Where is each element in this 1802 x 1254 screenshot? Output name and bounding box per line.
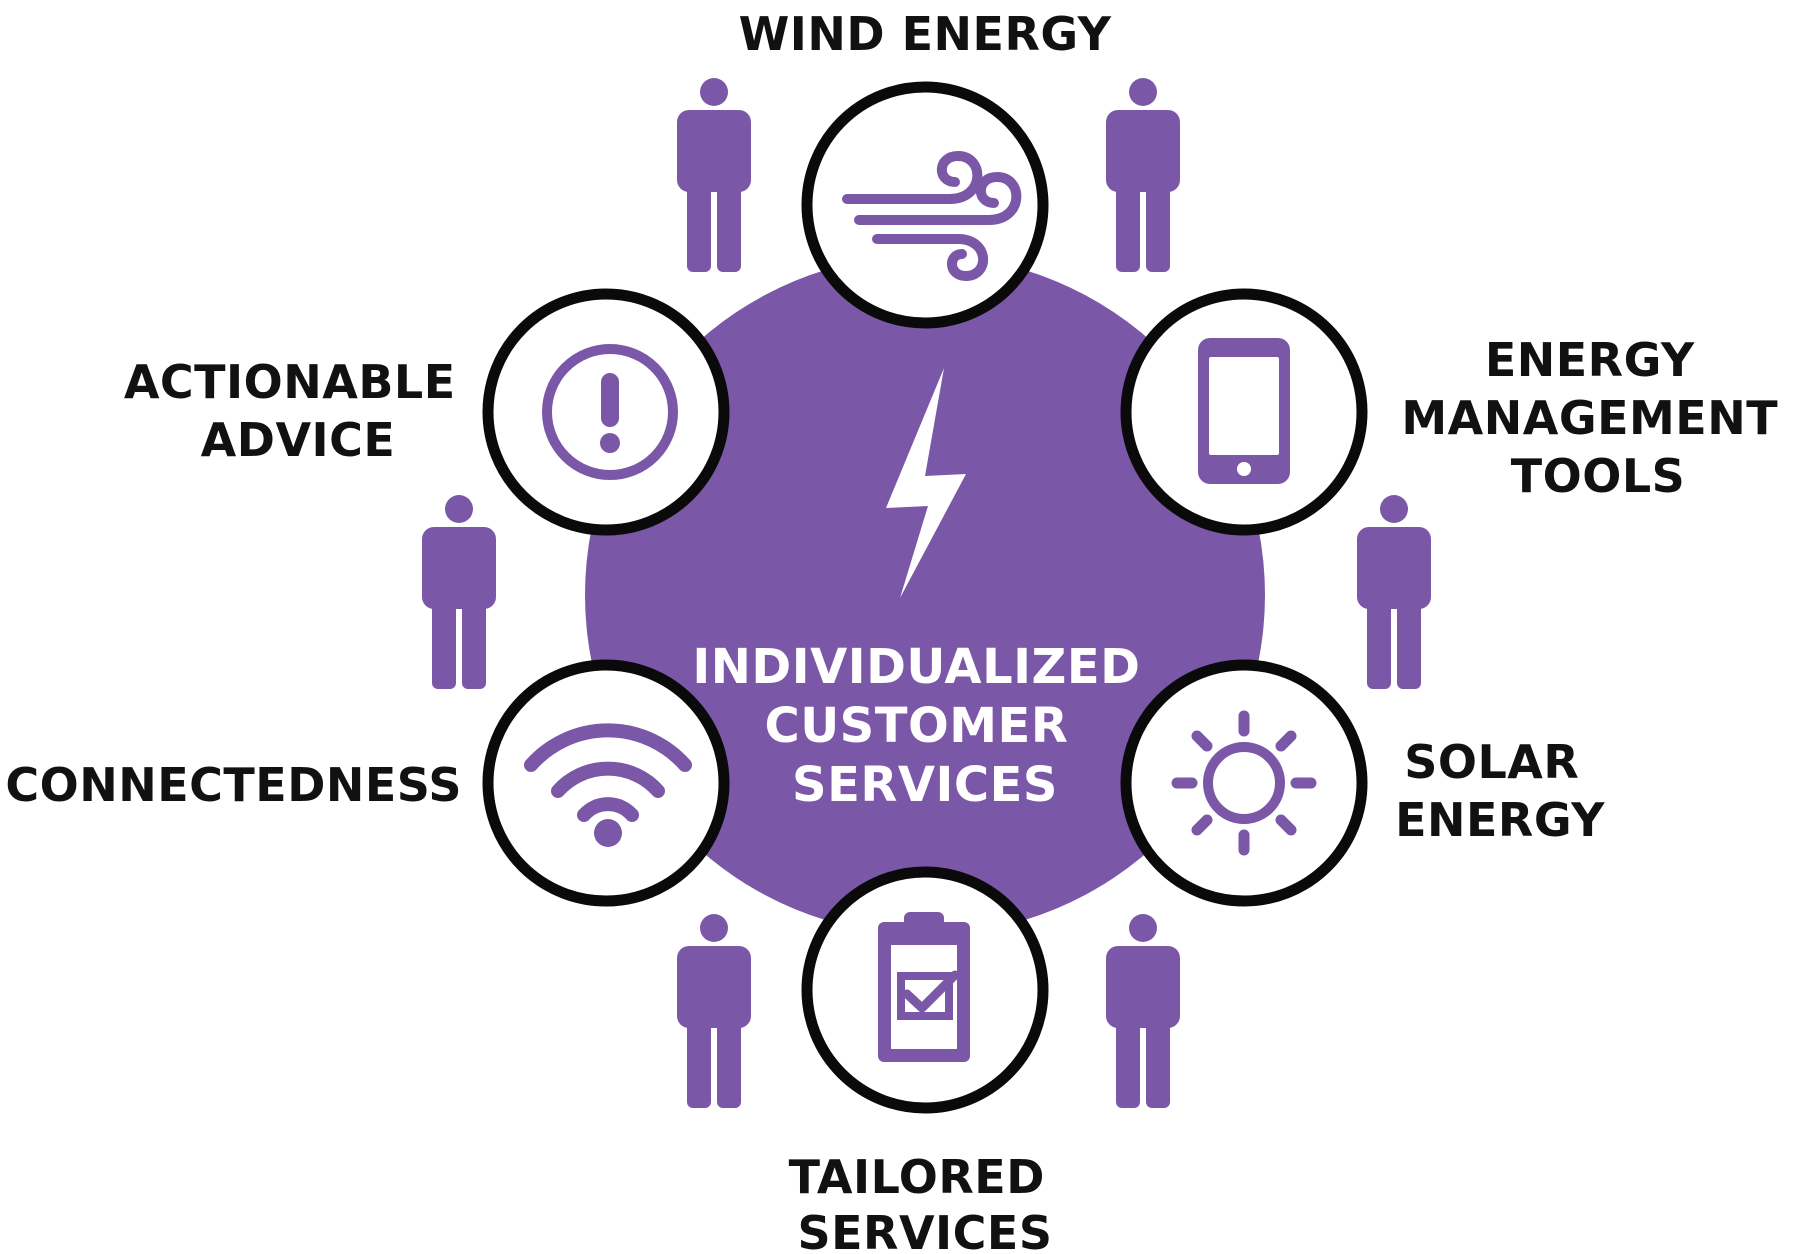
label-line: SERVICES bbox=[797, 1206, 1052, 1254]
clipboard-check-icon bbox=[878, 912, 970, 1062]
label-line: TAILORED bbox=[789, 1150, 1045, 1204]
label-line: CONNECTEDNESS bbox=[5, 758, 462, 812]
label-wind-energy: WIND ENERGY bbox=[739, 7, 1112, 61]
node-solar-energy-circle bbox=[1120, 659, 1368, 907]
label-line: ACTIONABLE bbox=[124, 355, 456, 409]
label-solar-energy: SOLAR ENERGY bbox=[1395, 735, 1605, 847]
label-line: WIND ENERGY bbox=[739, 7, 1112, 61]
label-line: ENERGY bbox=[1395, 793, 1605, 847]
node-wind-energy-circle bbox=[801, 81, 1049, 329]
node-tailored-services bbox=[801, 866, 1049, 1114]
lightning-bolt-icon bbox=[886, 368, 966, 598]
person-icon bbox=[1357, 495, 1431, 689]
person-icon bbox=[677, 914, 751, 1108]
label-actionable-advice: ACTIONABLE ADVICE bbox=[124, 355, 472, 467]
node-connectedness bbox=[482, 659, 730, 907]
label-connectedness: CONNECTEDNESS bbox=[5, 758, 462, 812]
wifi-icon bbox=[524, 723, 692, 847]
person-icon bbox=[677, 78, 751, 272]
label-line: ENERGY bbox=[1485, 333, 1695, 387]
label-tailored-services: TAILORED SERVICES bbox=[789, 1150, 1062, 1254]
sun-icon bbox=[1171, 710, 1317, 856]
center-hub bbox=[585, 255, 1265, 935]
label-line: SOLAR bbox=[1404, 735, 1579, 789]
center-title-line: SERVICES bbox=[792, 757, 1058, 813]
node-wind-energy bbox=[801, 81, 1049, 329]
center-title: INDIVIDUALIZED CUSTOMER SERVICES bbox=[692, 639, 1157, 813]
person-icon bbox=[1106, 78, 1180, 272]
wind-icon bbox=[842, 150, 1022, 282]
label-line: MANAGEMENT bbox=[1401, 391, 1778, 445]
smartphone-icon bbox=[1198, 338, 1290, 484]
center-title-line: INDIVIDUALIZED bbox=[692, 639, 1140, 695]
person-icon bbox=[422, 495, 496, 689]
node-solar-energy bbox=[1120, 659, 1368, 907]
node-energy-management-tools bbox=[1120, 288, 1368, 536]
label-line: TOOLS bbox=[1511, 449, 1686, 503]
node-connectedness-circle bbox=[482, 659, 730, 907]
label-line: ADVICE bbox=[201, 413, 396, 467]
exclamation-circle-icon bbox=[542, 344, 678, 480]
center-title-line: CUSTOMER bbox=[764, 698, 1068, 754]
person-icon bbox=[1106, 914, 1180, 1108]
node-actionable-advice bbox=[482, 288, 730, 536]
label-energy-management-tools: ENERGY MANAGEMENT TOOLS bbox=[1401, 333, 1794, 503]
